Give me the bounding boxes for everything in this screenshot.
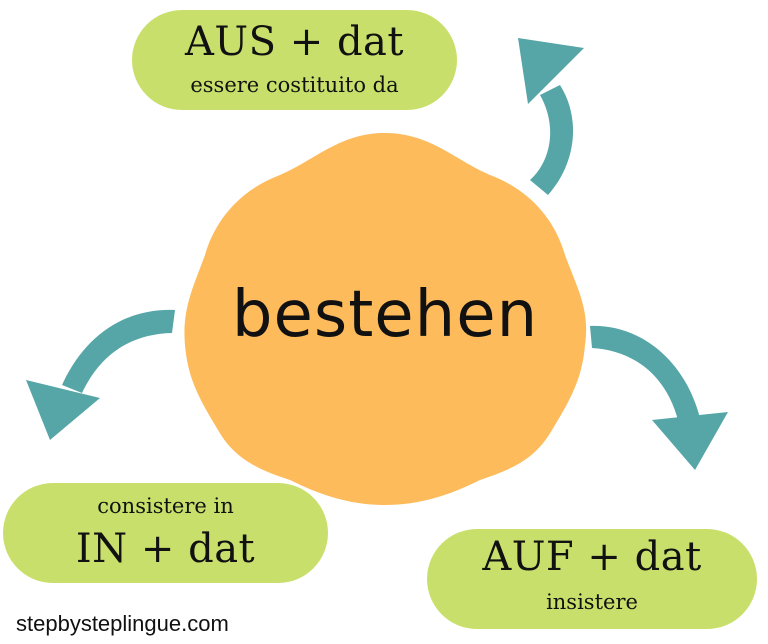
node-in-dat: consistere in IN + dat [3,483,328,583]
footer-site-credit: stepbysteplingue.com [16,611,229,636]
center-badge-shape [184,133,587,505]
arrow-down-right-icon [590,325,728,470]
node-in-preposition: IN + dat [75,526,256,572]
center-verb: bestehen [231,278,539,352]
arrow-up-icon [518,38,584,195]
node-in-meaning: consistere in [97,494,234,518]
arrow-down-left-icon [26,309,175,440]
node-auf-meaning: insistere [546,590,638,614]
node-auf-preposition: AUF + dat [482,534,702,580]
node-aus-dat: AUS + dat essere costituito da [132,10,457,110]
node-auf-dat: AUF + dat insistere [427,529,757,629]
node-aus-meaning: essere costituito da [190,73,399,97]
node-aus-preposition: AUS + dat [185,19,404,65]
